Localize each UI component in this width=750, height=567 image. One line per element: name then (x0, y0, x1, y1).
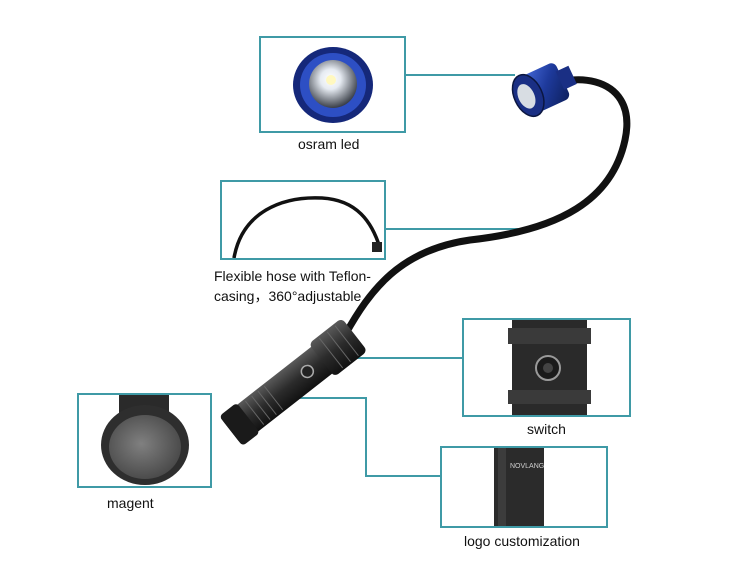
magnet-callout (77, 393, 212, 488)
connector-logo (280, 397, 441, 477)
flexible-hose (341, 76, 631, 339)
led-callout-label: osram led (298, 136, 360, 152)
led-closeup-image (293, 47, 373, 123)
logo-engraving: NOVLANG (510, 463, 544, 470)
hose-label-line2: casing，360°adjustable (214, 288, 362, 304)
hose-closeup-image (232, 196, 382, 258)
led-callout (259, 36, 406, 133)
lamp-head (511, 63, 577, 118)
hose-callout-label: Flexible hose with Teflon- casing，360°ad… (214, 266, 371, 306)
logo-closeup-image: NOVLANG (494, 448, 544, 526)
magnet-callout-label: magent (107, 495, 154, 511)
magnet-closeup-image (101, 395, 189, 485)
logo-callout-label: logo customization (464, 533, 580, 549)
switch-callout (462, 318, 631, 417)
hose-label-line1: Flexible hose with Teflon- (214, 268, 371, 284)
hose-callout (220, 180, 386, 260)
logo-callout: NOVLANG (440, 446, 608, 528)
flashlight-body (220, 319, 366, 445)
switch-callout-label: switch (527, 421, 566, 437)
switch-closeup-image (508, 320, 591, 415)
